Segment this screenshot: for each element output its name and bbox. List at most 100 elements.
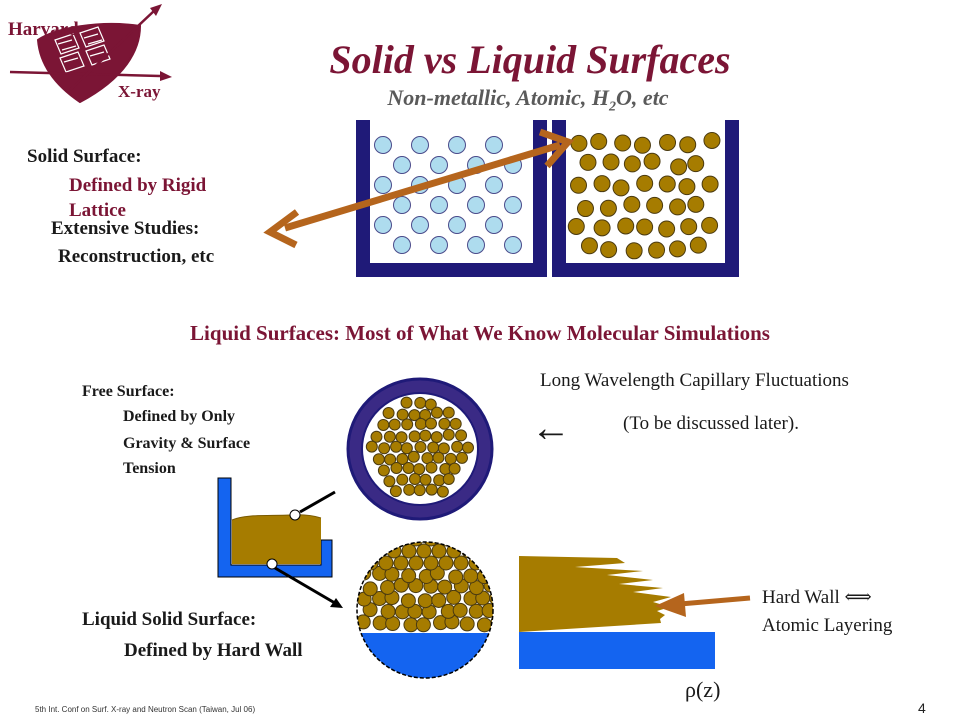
slide-subtitle: Non-metallic, Atomic, H2O, etc xyxy=(387,85,669,115)
liquid-solid-heading: Liquid Solid Surface: xyxy=(82,609,257,630)
droplet-atom xyxy=(413,484,426,497)
reconstruction-label: Reconstruction, etc xyxy=(58,246,215,267)
liquid-atom xyxy=(703,131,721,149)
solid-atom xyxy=(374,216,392,234)
droplet-atom xyxy=(425,483,438,496)
layer-atom xyxy=(408,555,424,571)
liquid-atom xyxy=(689,236,707,254)
liquid-atom xyxy=(680,218,698,236)
left-arrow-icon: ← xyxy=(531,405,571,450)
layer-atom xyxy=(489,590,493,606)
droplet-atom xyxy=(382,406,395,419)
droplet-atom xyxy=(430,431,443,444)
liquid-atom xyxy=(617,217,635,235)
liquid-atom xyxy=(648,241,666,259)
liquid-beaker xyxy=(217,477,336,578)
droplet-atom xyxy=(365,440,378,453)
solid-surface-heading: Solid Surface: xyxy=(27,146,142,167)
layer-atom xyxy=(453,555,469,571)
droplet-atom xyxy=(442,428,455,441)
liquid-atom xyxy=(612,179,630,197)
liquid-atom xyxy=(658,220,676,238)
logo-harvard-text: Harvard xyxy=(8,19,79,40)
free-surface-droplet xyxy=(346,377,494,521)
page-number: 4 xyxy=(918,700,926,716)
liquid-atom xyxy=(576,200,594,218)
liquid-atom xyxy=(646,196,664,214)
liquid-atom xyxy=(643,152,661,170)
liquid-atom xyxy=(658,175,676,193)
solid-atom xyxy=(467,236,485,254)
droplet-atom xyxy=(396,452,409,465)
layer-atom xyxy=(378,555,394,571)
liquid-atom xyxy=(668,240,686,258)
slide-title: Solid vs Liquid Surfaces xyxy=(329,37,731,82)
liquid-atom xyxy=(614,134,632,152)
droplet-atom xyxy=(384,453,397,466)
droplet-atom xyxy=(396,473,409,486)
liquid-atom xyxy=(593,175,611,193)
liquid-disordered-atoms xyxy=(567,131,721,260)
liquid-atom xyxy=(570,176,588,194)
droplet-atom xyxy=(431,406,444,419)
hard-wall-label: Hard Wall ⟺ xyxy=(762,587,872,608)
droplet-atom xyxy=(455,429,468,442)
solid-atom xyxy=(393,156,411,174)
extensive-studies-label: Extensive Studies: xyxy=(51,218,200,239)
solid-atom xyxy=(467,196,485,214)
solid-atom xyxy=(393,236,411,254)
droplet-atom xyxy=(461,441,474,454)
droplet-atom xyxy=(414,440,427,453)
layer-atom xyxy=(438,555,454,571)
solid-atom xyxy=(393,196,411,214)
liquid-atom xyxy=(687,155,705,173)
droplet-atom xyxy=(424,417,437,430)
solid-atom xyxy=(448,136,466,154)
droplet-atom xyxy=(400,396,413,409)
droplet-atom xyxy=(425,461,438,474)
droplet-atom xyxy=(456,451,469,464)
droplet-atom xyxy=(424,398,437,411)
liquid-atom xyxy=(623,195,641,213)
droplet-atom xyxy=(390,461,403,474)
droplet-atom xyxy=(383,475,396,488)
droplet-atom xyxy=(442,406,455,419)
liquid-atom xyxy=(600,241,618,259)
droplet-atom xyxy=(449,417,462,430)
harvard-xray-logo: Harvard X-ray xyxy=(8,4,172,104)
liquid-atom xyxy=(567,217,585,235)
liquid-solid-definition: Defined by Hard Wall xyxy=(124,640,303,661)
droplet-atom xyxy=(437,442,450,455)
liquid-atom xyxy=(602,153,620,171)
layer-atom xyxy=(423,555,439,571)
layer-atom xyxy=(490,614,493,630)
liquid-atom xyxy=(687,195,705,213)
discussed-later-label: (To be discussed later). xyxy=(623,413,799,434)
droplet-atom xyxy=(442,472,455,485)
solid-atom xyxy=(430,236,448,254)
droplet-atom xyxy=(413,463,426,476)
liquid-atom xyxy=(593,219,611,237)
solid-lattice-atoms xyxy=(374,136,522,254)
layer-atom xyxy=(416,543,432,559)
droplet-atom xyxy=(383,430,396,443)
solid-atom xyxy=(430,196,448,214)
droplet-atom xyxy=(389,485,402,498)
liquid-atom xyxy=(625,242,643,260)
liquid-atom xyxy=(679,136,697,154)
liquid-atom xyxy=(701,216,719,234)
droplet-atom xyxy=(432,451,445,464)
droplet-atom xyxy=(448,462,461,475)
layer-atom xyxy=(401,568,417,584)
liquid-atom xyxy=(701,175,719,193)
solid-atom xyxy=(374,176,392,194)
droplet-atom xyxy=(419,429,432,442)
droplet-atom xyxy=(377,464,390,477)
droplet-atom xyxy=(419,473,432,486)
liquid-atom xyxy=(623,155,641,173)
droplet-atom xyxy=(396,408,409,421)
